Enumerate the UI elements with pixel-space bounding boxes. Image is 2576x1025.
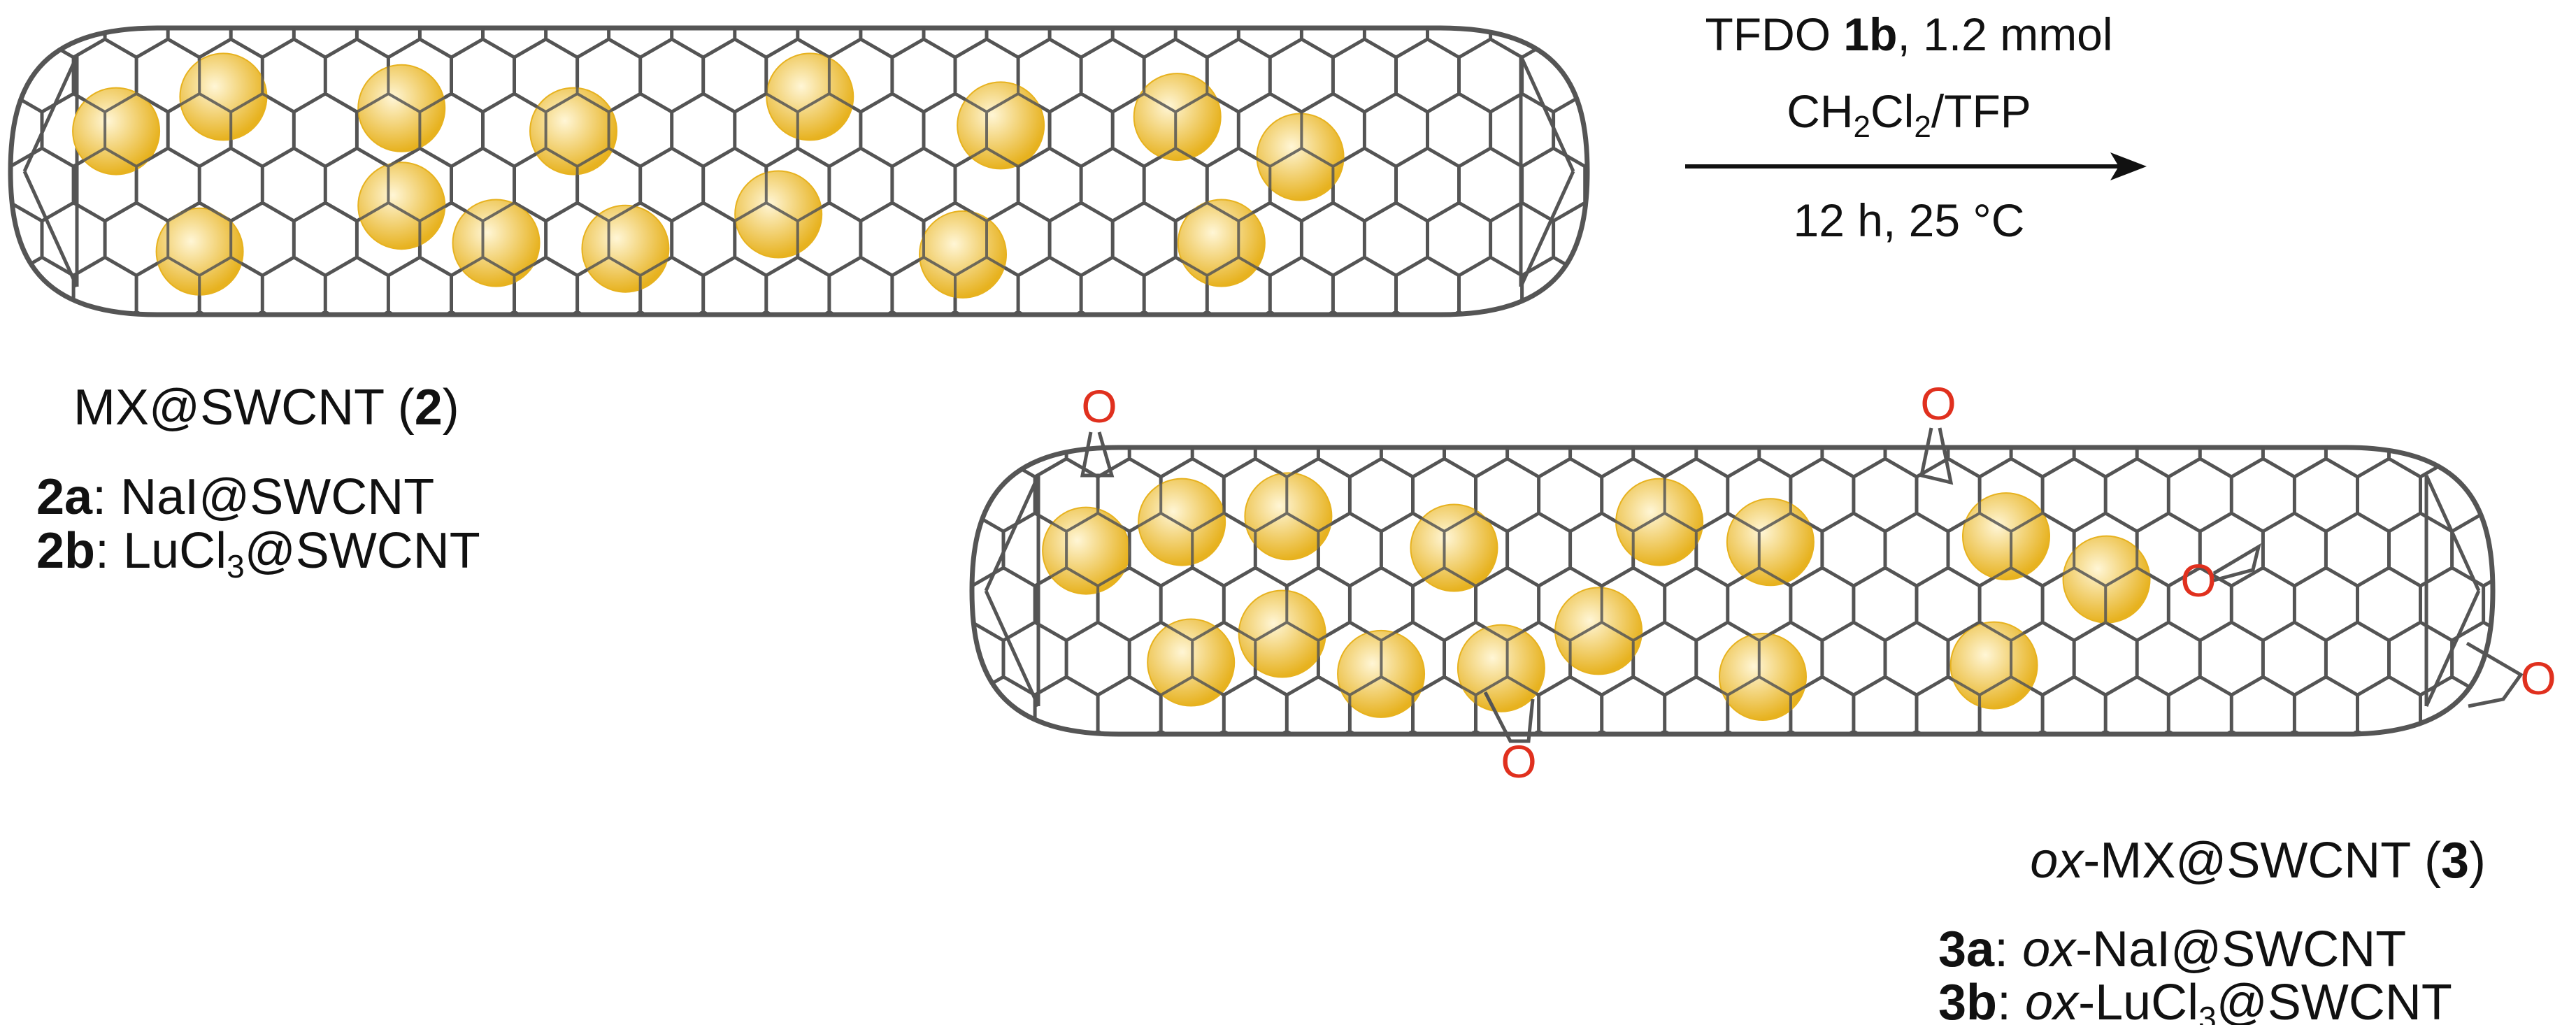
product-title: ox-MX@SWCNT (3) [2030,833,2486,889]
entry-3b-sep: : [1997,975,2025,1025]
oxygen-label: O [1501,736,1536,787]
solvent-a-subscript: 2 [1854,110,1870,144]
entry-2b-label: LuCl [123,523,227,579]
reagent-id: 1b [1843,8,1897,60]
product-id: 3 [2441,833,2469,889]
solvent-b-subscript: 2 [1914,110,1931,144]
encapsulated-particle-icon [1949,621,2038,710]
encapsulated-particle-icon [1726,498,1815,587]
encapsulated-particle-icon [529,87,618,175]
nanotube-start [8,25,1590,317]
encapsulated-particle-icon [1615,478,1704,566]
encapsulated-particle-icon [357,64,446,152]
epoxide-3: O [2180,543,2261,606]
encapsulated-particle-icon [734,170,823,259]
start-material-close: ) [443,380,459,436]
epoxide-1: O [1080,380,1117,478]
entry-2b-id: 2b [36,523,95,579]
entry-3a-sep: : [1994,922,2022,977]
start-material-name: MX@SWCNT ( [73,380,415,436]
entry-3a-label: -NaI@SWCNT [2075,922,2406,977]
encapsulated-particle-icon [957,81,1045,170]
encapsulated-particle-icon [766,52,854,141]
entry-2a-sep: : [92,469,120,525]
encapsulated-particle-icon [1244,472,1333,561]
reagent-name: TFDO [1705,8,1843,60]
entry-2b-subscript: 3 [227,548,245,585]
product-name: -MX@SWCNT ( [2083,833,2441,889]
encapsulated-particles [1042,472,2151,721]
solvent-c: /TFP [1931,85,2031,137]
product-entry-3a: 3a: ox-NaI@SWCNT [1938,922,2406,977]
encapsulated-particle-icon [1138,478,1226,566]
start-material-id: 2 [415,380,443,436]
right-arrow-icon [1685,152,2147,180]
oxygen-label: O [2520,652,2556,704]
encapsulated-particle-icon [357,162,446,250]
entry-2a-label: NaI@SWCNT [120,469,434,525]
encapsulated-particle-icon [1410,503,1498,592]
oxygen-label: O [2180,554,2216,606]
encapsulated-particle-icon [1962,492,2050,581]
entry-3b-label-end: @SWCNT [2217,975,2452,1025]
entry-3b-label: -LuCl [2078,975,2198,1025]
encapsulated-particle-icon [1177,199,1266,287]
entry-2b-sep: : [95,523,123,579]
encapsulated-particle-icon [919,210,1008,299]
start-material-title: MX@SWCNT (2) [73,380,459,436]
solvent-line: CH2Cl2/TFP [1787,85,2031,144]
epoxide-groups: O O O O O [1080,378,2556,787]
entry-3b-id: 3b [1938,975,1997,1025]
entry-3a-prefix: ox [2022,922,2077,977]
reagent-line: TFDO 1b, 1.2 mmol [1705,8,2112,60]
epoxide-2: O [1919,378,1956,485]
entry-3b-subscript: 3 [2198,1000,2217,1025]
entry-3a-id: 3a [1938,922,1995,977]
encapsulated-particle-icon [1238,589,1326,678]
conditions-line: 12 h, 25 °C [1794,194,2025,246]
start-material-entry-2a: 2a: NaI@SWCNT [36,469,434,525]
product-entry-3b: 3b: ox-LuCl3@SWCNT [1938,975,2452,1025]
encapsulated-particle-icon [1133,73,1222,162]
oxygen-label: O [1920,378,1956,429]
product-labels: ox-MX@SWCNT (3) 3a: ox-NaI@SWCNT 3b: ox-… [1938,833,2486,1025]
encapsulated-particle-icon [452,199,541,287]
entry-3b-prefix: ox [2025,975,2080,1025]
epoxide-5: O [2466,641,2556,708]
epoxide-4: O [1483,691,1537,787]
encapsulated-particle-icon [1554,587,1643,675]
solvent-a: CH [1787,85,1853,137]
entry-2a-id: 2a [36,469,93,525]
product-close: ) [2469,833,2486,889]
encapsulated-particle-icon [1457,624,1545,712]
solvent-b: Cl [1870,85,1914,137]
reagent-amount: , 1.2 mmol [1897,8,2112,60]
reaction-conditions: TFDO 1b, 1.2 mmol CH2Cl2/TFP 12 h, 25 °C [1685,8,2147,246]
oxygen-label: O [1081,380,1117,432]
start-material-entry-2b: 2b: LuCl3@SWCNT [36,523,480,585]
product-prefix: ox [2030,833,2085,889]
entry-2b-label-end: @SWCNT [245,523,480,579]
encapsulated-particle-icon [581,204,670,293]
encapsulated-particle-icon [1719,633,1807,721]
start-material-labels: MX@SWCNT (2) 2a: NaI@SWCNT 2b: LuCl3@SWC… [36,380,480,585]
nanotube-product [969,445,2496,737]
